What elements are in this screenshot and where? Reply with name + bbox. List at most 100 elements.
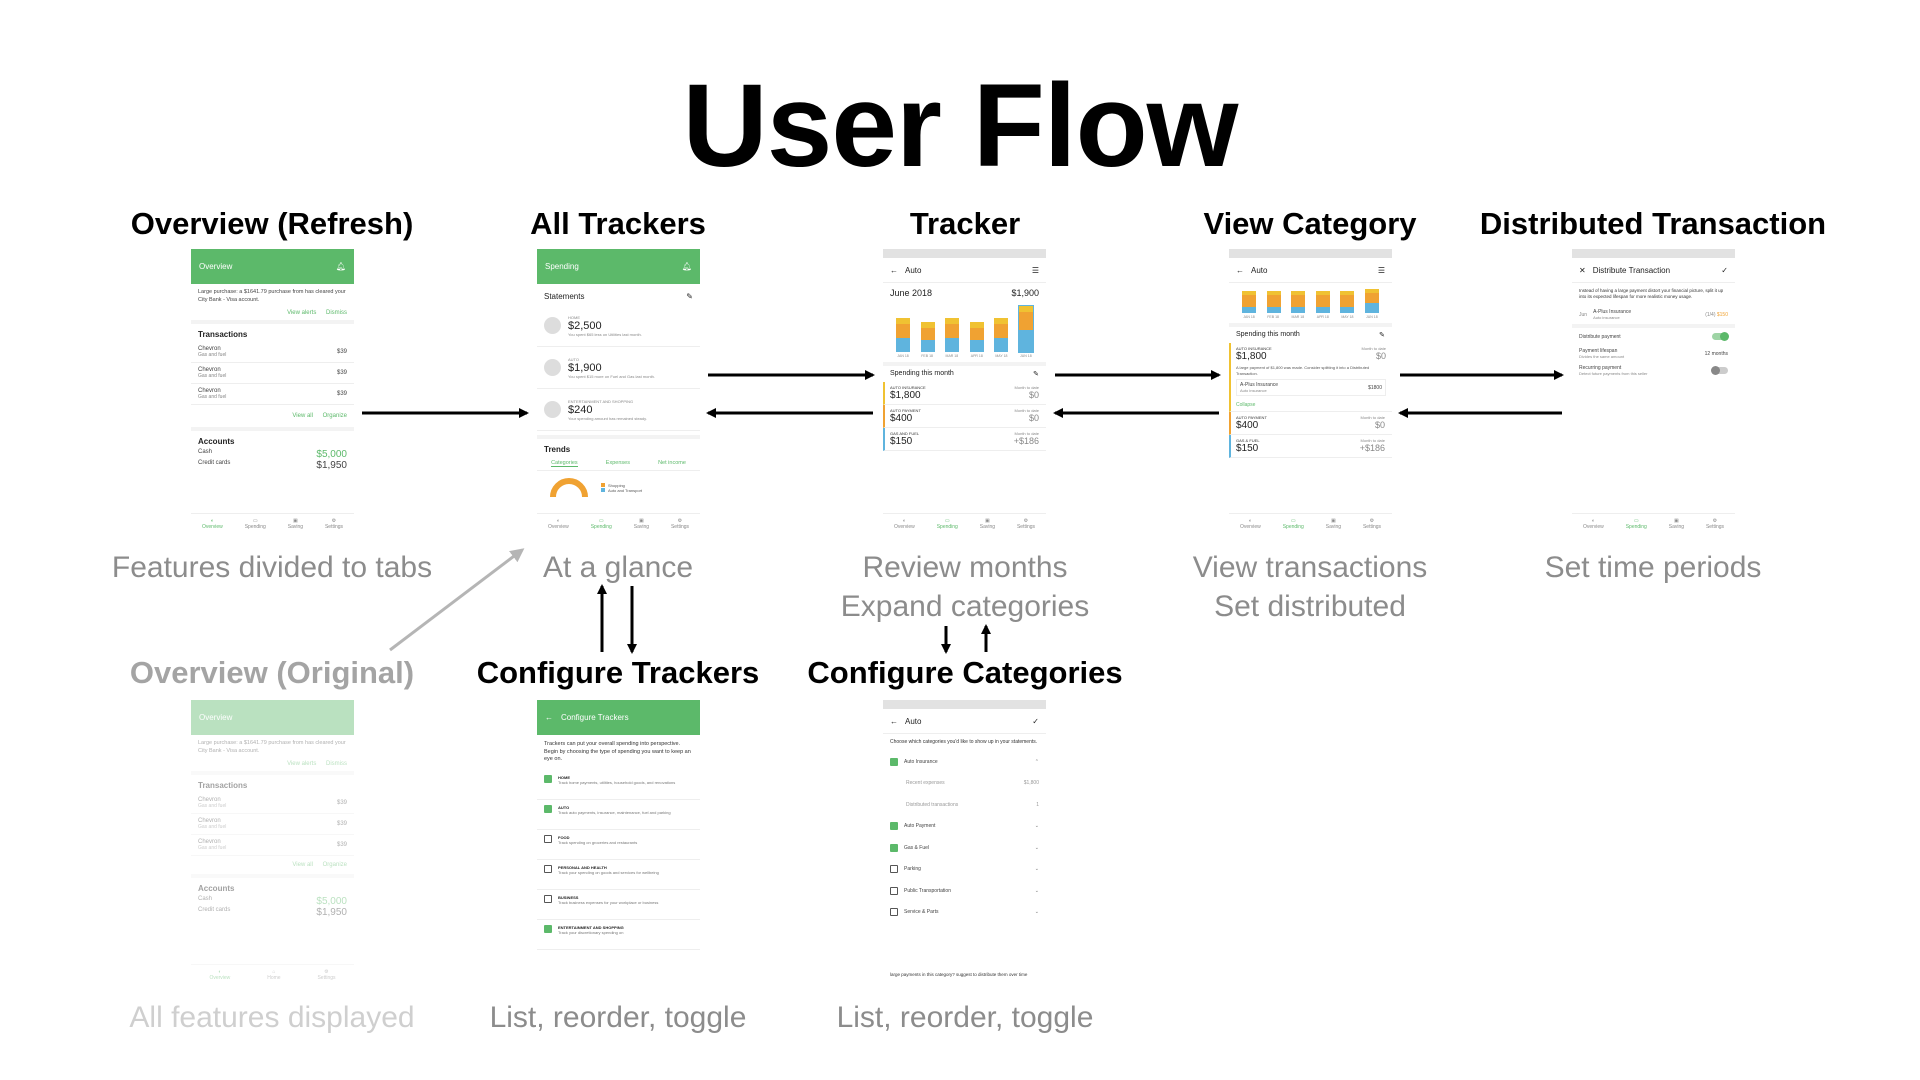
check-icon[interactable]: ✓ (1721, 265, 1728, 275)
nav-settings[interactable]: ⚙Settings (325, 518, 343, 530)
check-icon[interactable]: ✓ (1032, 716, 1039, 726)
edit-icon[interactable]: ✎ (686, 292, 693, 301)
bar[interactable] (994, 318, 1009, 352)
organize-link[interactable]: Organize (322, 862, 347, 868)
nav-saving[interactable]: ▣Saving (288, 518, 303, 530)
view-alerts-link[interactable]: View alerts (287, 310, 317, 316)
nav-spending[interactable]: ▭Spending (1626, 518, 1647, 530)
chevron-icon[interactable]: ⌄ (1034, 866, 1039, 873)
nav-settings[interactable]: ⚙Settings (1706, 518, 1724, 530)
nav-saving[interactable]: ▣Saving (1669, 518, 1684, 530)
nav-overview[interactable]: ◐Overview (548, 518, 569, 530)
nav-settings[interactable]: ⚙Settings (671, 518, 689, 530)
nav-saving[interactable]: ▣Saving (980, 518, 995, 530)
bar[interactable] (1017, 305, 1034, 353)
nav-spending[interactable]: ▭Spending (245, 518, 266, 530)
chevron-icon[interactable]: ⌃ (1034, 758, 1039, 765)
account-row[interactable]: Credit cards$1,950 (191, 460, 354, 471)
chevron-icon[interactable]: ⌄ (1034, 887, 1039, 894)
chevron-icon[interactable]: ⌄ (1034, 823, 1039, 830)
view-alerts-link[interactable]: View alerts (287, 761, 317, 767)
filter-icon[interactable]: ☰ (1377, 265, 1385, 275)
category-toggle-row[interactable]: Gas & Fuel⌄ (883, 837, 1046, 859)
nav-overview[interactable]: ◐Overview (1583, 518, 1604, 530)
setting-distribute-payment[interactable]: Distribute payment (1572, 328, 1735, 345)
nav-home[interactable]: ⌂Home (267, 969, 280, 981)
bell-icon[interactable]: 🔔︎ (335, 262, 346, 271)
category-checkbox[interactable] (890, 886, 898, 895)
category-checkbox[interactable] (890, 822, 898, 831)
category-checkbox[interactable] (890, 757, 898, 766)
chevron-icon[interactable]: ⌄ (1034, 844, 1039, 851)
nav-settings[interactable]: ⚙Settings (1363, 518, 1381, 530)
category-checkbox[interactable] (890, 908, 898, 917)
account-row[interactable]: Cash$5,000 (191, 449, 354, 460)
nav-saving[interactable]: ▣Saving (634, 518, 649, 530)
bar[interactable] (969, 322, 984, 352)
tracker-checkbox[interactable] (544, 834, 552, 843)
bar[interactable] (1315, 291, 1330, 313)
recurring-toggle[interactable] (1711, 366, 1728, 375)
tracker-checkbox[interactable] (544, 804, 552, 813)
category-checkbox[interactable] (890, 843, 898, 852)
edit-icon[interactable]: ✎ (1033, 371, 1039, 378)
nav-settings[interactable]: ⚙Settings (1017, 518, 1035, 530)
view-all-link[interactable]: View all (292, 862, 313, 868)
dismiss-link[interactable]: Dismiss (326, 310, 347, 316)
distribute-toggle[interactable] (1712, 332, 1729, 341)
tracker-checkbox[interactable] (544, 864, 552, 873)
category-toggle-row[interactable]: Parking⌄ (883, 859, 1046, 881)
category-toggle-row[interactable]: Auto Insurance⌃ (883, 751, 1046, 773)
nav-overview[interactable]: ◐Overview (202, 518, 223, 530)
bar[interactable] (945, 318, 960, 352)
bar[interactable] (1364, 289, 1379, 313)
bar[interactable] (1291, 291, 1306, 313)
category-toggle-row[interactable]: Service & Parts⌄ (883, 902, 1046, 924)
account-row[interactable]: Cash$5,000 (191, 896, 354, 907)
category-detail-row[interactable]: Recent expenses$1,800 (883, 773, 1046, 795)
bar[interactable] (1242, 291, 1257, 313)
nav-overview[interactable]: ◐Overview (1240, 518, 1261, 530)
back-arrow-icon[interactable]: ← (1236, 265, 1244, 275)
edit-icon[interactable]: ✎ (1379, 332, 1385, 339)
tab-expenses[interactable]: Expenses (605, 460, 630, 466)
tracker-checkbox[interactable] (544, 894, 552, 903)
nav-overview[interactable]: ◐Overview (894, 518, 915, 530)
back-arrow-icon[interactable]: ← (890, 716, 898, 726)
chevron-icon[interactable]: ⌄ (1034, 909, 1039, 916)
bar[interactable] (1340, 291, 1355, 313)
category-checkbox[interactable] (890, 865, 898, 874)
close-icon[interactable]: ✕ (1579, 265, 1586, 275)
tab-categories[interactable]: Categories (551, 460, 578, 467)
filter-icon[interactable]: ☰ (1031, 265, 1039, 275)
category-toggle-row[interactable]: Public Transportation⌄ (883, 880, 1046, 902)
account-row[interactable]: Credit cards$1,950 (191, 907, 354, 918)
collapse-link[interactable]: Collapse (1236, 402, 1256, 408)
tab-net-income[interactable]: Net income (658, 460, 686, 466)
tracker-checkbox[interactable] (544, 924, 552, 933)
view-all-link[interactable]: View all (292, 413, 313, 419)
bar[interactable] (896, 318, 911, 352)
